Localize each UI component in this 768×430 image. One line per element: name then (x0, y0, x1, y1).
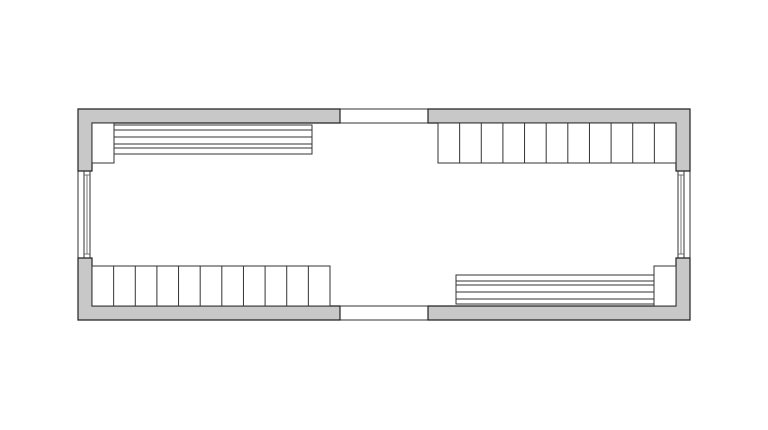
bench-top-left (91, 122, 313, 164)
bench-end-block (653, 265, 677, 307)
window-right (677, 171, 685, 258)
bench-seat (455, 274, 655, 305)
storage-unit-bottom-left (91, 265, 331, 307)
bench-end-block (91, 122, 115, 164)
window-left (83, 171, 91, 258)
bench-seat (113, 124, 313, 155)
bench-bottom-right (455, 265, 677, 307)
storage-frame (91, 265, 331, 307)
storage-unit-top-right (437, 122, 677, 164)
storage-frame (437, 122, 677, 164)
